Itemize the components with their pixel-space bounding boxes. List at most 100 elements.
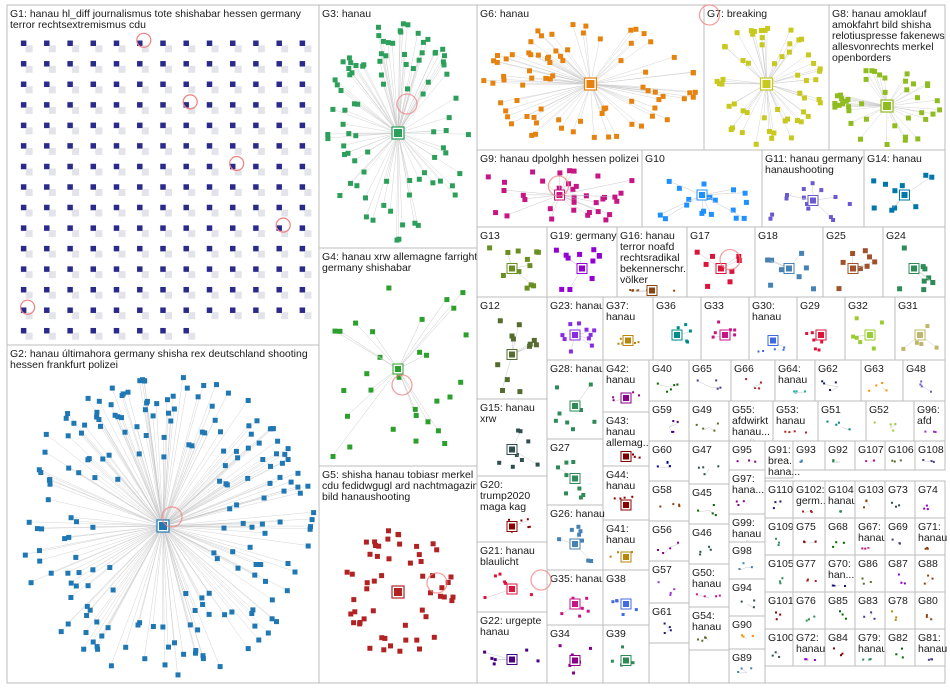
group-g62[interactable]: G62 bbox=[815, 360, 861, 401]
group-g71[interactable]: G71:hanau bbox=[915, 518, 947, 555]
group-g30[interactable]: G30:hanau bbox=[749, 297, 797, 360]
group-g97[interactable]: G97:hana... bbox=[729, 470, 765, 514]
group-g73[interactable]: G73 bbox=[885, 481, 915, 518]
group-g107[interactable]: G107 bbox=[855, 441, 885, 470]
group-g33[interactable]: G33 bbox=[701, 297, 749, 360]
group-g27[interactable]: G27 bbox=[547, 439, 603, 505]
group-g23[interactable]: G23: hanau bbox=[547, 297, 605, 360]
group-g80[interactable]: G80 bbox=[915, 592, 945, 629]
group-g59[interactable]: G59 bbox=[649, 401, 689, 441]
group-g105[interactable]: G105 bbox=[765, 555, 794, 592]
group-g12[interactable]: G12 bbox=[477, 297, 547, 399]
group-g77[interactable]: G77 bbox=[793, 555, 825, 592]
group-g106[interactable]: G106 bbox=[885, 441, 915, 470]
group-g53[interactable]: G53:hanau bbox=[773, 401, 818, 441]
group-g47[interactable]: G47 bbox=[689, 441, 729, 484]
group-g110[interactable]: G110 bbox=[765, 481, 793, 518]
group-g19[interactable]: G19: germany bbox=[547, 227, 617, 297]
group-g38[interactable]: G38 bbox=[603, 570, 649, 625]
group-g13[interactable]: G13 bbox=[477, 227, 547, 297]
group-g67[interactable]: G67:hanau bbox=[855, 518, 887, 555]
group-g66[interactable]: G66 bbox=[731, 360, 775, 401]
group-g17[interactable]: G17 bbox=[687, 227, 755, 297]
group-g89[interactable]: G89 bbox=[729, 649, 765, 683]
group-g95[interactable]: G95 bbox=[729, 441, 765, 470]
group-g28[interactable]: G28: hanau bbox=[547, 360, 605, 439]
group-g100[interactable]: G100 bbox=[765, 629, 794, 666]
group-g85[interactable]: G85 bbox=[825, 592, 855, 629]
group-g78[interactable]: G78 bbox=[885, 592, 915, 629]
group-g31[interactable]: G31 bbox=[895, 297, 945, 360]
group-g102[interactable]: G102:germ... bbox=[793, 481, 829, 518]
group-g49[interactable]: G49 bbox=[689, 401, 729, 441]
group-g35[interactable]: G35: hanau bbox=[547, 570, 605, 625]
group-g87[interactable]: G87 bbox=[885, 555, 915, 592]
group-g32[interactable]: G32 bbox=[845, 297, 895, 360]
group-g93[interactable]: G93 bbox=[793, 441, 825, 470]
group-g86[interactable]: G86 bbox=[855, 555, 885, 592]
group-g60[interactable]: G60 bbox=[649, 441, 689, 481]
group-g3[interactable]: G3: hanau bbox=[319, 5, 477, 248]
group-g96[interactable]: G96:afd bbox=[914, 401, 945, 441]
group-g76[interactable]: G76 bbox=[793, 592, 825, 629]
group-g37[interactable]: G37:hanau bbox=[603, 297, 653, 360]
group-g83[interactable]: G83 bbox=[855, 592, 885, 629]
group-g10[interactable]: G10 bbox=[642, 150, 762, 227]
group-g9[interactable]: G9: hanau dpolghh hessen polizei bbox=[477, 150, 642, 227]
group-g92[interactable]: G92 bbox=[825, 441, 855, 470]
group-g81[interactable]: G81:hanau bbox=[915, 629, 947, 666]
group-g61[interactable]: G61 bbox=[649, 603, 689, 643]
group-g45[interactable]: G45 bbox=[689, 484, 729, 524]
group-g1[interactable]: G1: hanau hl_diff journalismus tote shis… bbox=[7, 5, 319, 345]
group-g7[interactable]: G7: breaking bbox=[704, 5, 829, 150]
group-g40[interactable]: G40 bbox=[649, 360, 689, 401]
group-g50[interactable]: G50:hanau bbox=[689, 564, 729, 607]
group-g104[interactable]: G104:hanau bbox=[825, 481, 857, 518]
group-g54[interactable]: G54:hanau bbox=[689, 607, 729, 650]
group-g26[interactable]: G26: hanau bbox=[547, 505, 605, 570]
group-g65[interactable]: G65 bbox=[689, 360, 731, 401]
group-g34[interactable]: G34 bbox=[547, 625, 603, 683]
group-g72[interactable]: G72:hanau bbox=[793, 629, 825, 666]
group-g25[interactable]: G25 bbox=[823, 227, 883, 297]
group-g6[interactable]: G6: hanau bbox=[477, 5, 704, 150]
group-g29[interactable]: G29 bbox=[797, 297, 845, 360]
group-g56[interactable]: G56 bbox=[649, 521, 689, 561]
group-g57[interactable]: G57 bbox=[649, 561, 689, 603]
group-g84[interactable]: G84 bbox=[825, 629, 855, 666]
group-g41[interactable]: G41:hanau bbox=[603, 520, 649, 570]
group-g14[interactable]: G14: hanau bbox=[864, 150, 945, 227]
group-g99[interactable]: G99:hanau bbox=[729, 514, 765, 546]
group-g90[interactable]: G90 bbox=[729, 616, 765, 649]
group-g52[interactable]: G52 bbox=[866, 401, 914, 441]
group-g108[interactable]: G108 bbox=[915, 441, 945, 470]
group-g69[interactable]: G69 bbox=[885, 518, 915, 555]
group-g51[interactable]: G51 bbox=[818, 401, 866, 441]
group-g68[interactable]: G68 bbox=[825, 518, 855, 555]
group-g82[interactable]: G82 bbox=[885, 629, 915, 666]
group-g98[interactable]: G98 bbox=[729, 542, 765, 579]
group-g48[interactable]: G48 bbox=[903, 360, 945, 401]
group-g75[interactable]: G75 bbox=[793, 518, 825, 555]
group-g24[interactable]: G24 bbox=[883, 227, 945, 297]
group-g36[interactable]: G36 bbox=[653, 297, 701, 360]
group-g63[interactable]: G63 bbox=[861, 360, 903, 401]
group-g74[interactable]: G74 bbox=[915, 481, 945, 518]
group-g64[interactable]: G64:hanau bbox=[775, 360, 815, 401]
group-g18[interactable]: G18 bbox=[755, 227, 823, 297]
group-g109[interactable]: G109 bbox=[765, 518, 794, 555]
group-g70[interactable]: G70:han... bbox=[825, 555, 855, 592]
group-g58[interactable]: G58 bbox=[649, 481, 689, 521]
group-g46[interactable]: G46 bbox=[689, 524, 729, 564]
group-g79[interactable]: G79:hanau bbox=[855, 629, 887, 666]
